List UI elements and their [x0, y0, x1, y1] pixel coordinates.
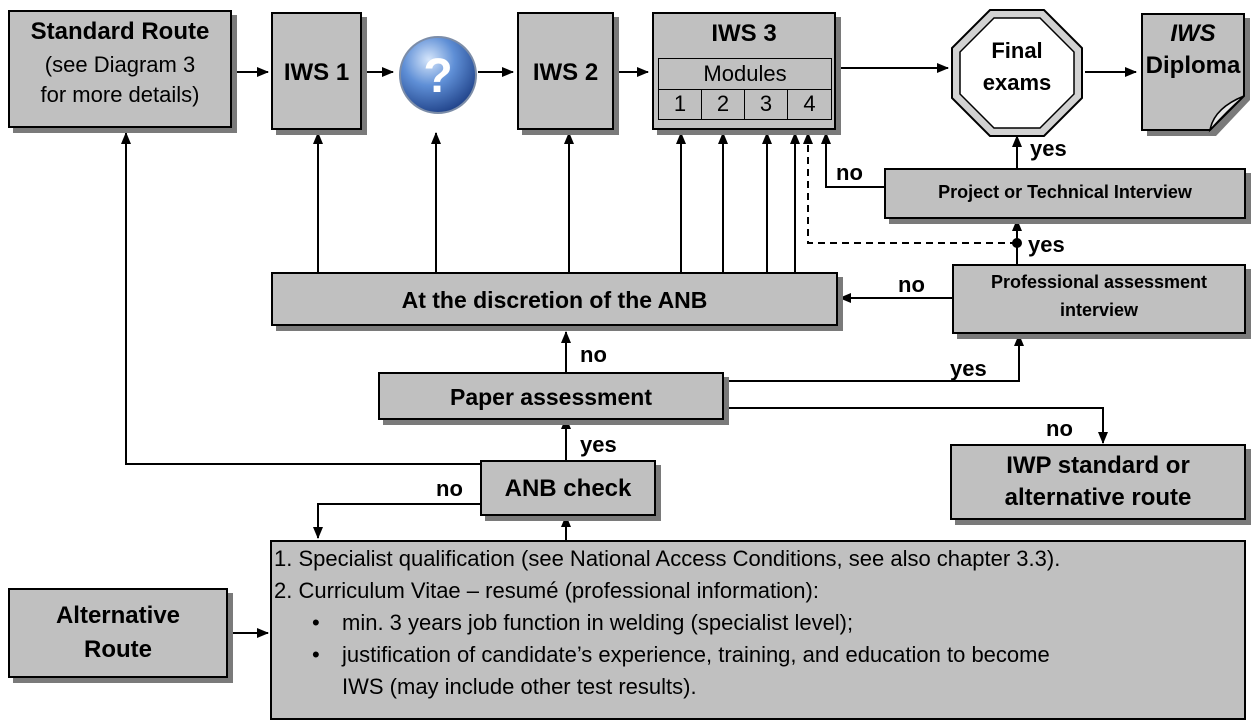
diploma-line1: IWS: [1170, 20, 1216, 47]
module-2: 2: [702, 89, 745, 119]
anb-discretion-box: At the discretion of the ANB: [271, 272, 838, 326]
professional-interview-box: Professional assessment interview: [952, 264, 1246, 334]
iws3-title: IWS 3: [711, 20, 777, 47]
standard-route-title: Standard Route: [30, 18, 210, 45]
standard-route-note-line2: for more details): [40, 82, 200, 107]
project-interview-box: Project or Technical Interview: [884, 168, 1246, 219]
module-4: 4: [803, 91, 816, 116]
label-no-project: no: [836, 160, 863, 185]
bullet-1-dot: •: [312, 610, 320, 635]
requirement-bullet-1: min. 3 years job function in welding (sp…: [342, 610, 854, 635]
project-interview-label: Project or Technical Interview: [938, 182, 1192, 202]
requirement-item-2: 2. Curriculum Vitae – resumé (profession…: [274, 578, 819, 603]
svg-text:?: ?: [423, 50, 452, 103]
iws3-box: IWS 3 Modules 1 2 3 4: [652, 12, 836, 130]
label-no-iwp: no: [1046, 416, 1073, 441]
label-no-professional: no: [898, 272, 925, 297]
standard-route-box: Standard Route (see Diagram 3 for more d…: [8, 10, 232, 128]
bullet-2-dot: •: [312, 642, 320, 667]
standard-route-note-line1: (see Diagram 3: [44, 52, 196, 77]
module-1: 1: [659, 89, 702, 119]
label-yes-final: yes: [1030, 136, 1067, 161]
anb-discretion-label: At the discretion of the ANB: [401, 287, 708, 313]
professional-interview-line2: interview: [1059, 300, 1139, 320]
iws1-box: IWS 1: [271, 12, 362, 130]
iws1-label: IWS 1: [283, 59, 350, 86]
alternative-route-box: Alternative Route: [8, 588, 228, 678]
iwp-route-line1: IWP standard or: [1006, 452, 1190, 479]
requirement-bullet-2-line1: justification of candidate’s experience,…: [342, 642, 1050, 667]
alternative-route-line1: Alternative: [55, 602, 181, 629]
alternative-route-line2: Route: [84, 636, 152, 663]
label-no-paper: no: [580, 342, 607, 367]
anb-check-label: ANB check: [504, 475, 632, 502]
iwp-route-box: IWP standard or alternative route: [950, 444, 1246, 520]
paper-assessment-box: Paper assessment: [378, 372, 724, 420]
final-exams-line1: Final: [991, 38, 1043, 63]
iwp-route-line2: alternative route: [1004, 484, 1192, 511]
diploma-document: IWS Diploma: [1140, 12, 1252, 138]
requirements-box: 1. Specialist qualification (see Nationa…: [270, 540, 1246, 720]
requirement-bullet-2-line2: IWS (may include other test results).: [342, 674, 697, 699]
final-exams-octagon: Final exams: [948, 8, 1088, 138]
paper-assessment-label: Paper assessment: [449, 384, 652, 410]
iws2-label: IWS 2: [532, 59, 599, 86]
modules-table: Modules 1 2 3 4: [658, 58, 832, 120]
label-no-anb: no: [436, 476, 463, 501]
anb-check-box: ANB check: [480, 460, 656, 516]
modules-label: Modules: [659, 59, 831, 90]
requirement-item-1: 1. Specialist qualification (see Nationa…: [274, 546, 1061, 571]
iws2-box: IWS 2: [517, 12, 614, 130]
module-3: 3: [745, 89, 788, 119]
professional-interview-line1: Professional assessment: [990, 272, 1208, 292]
label-yes-anb: yes: [580, 432, 617, 457]
label-yes-professional: yes: [1028, 232, 1065, 257]
modules-row: 1 2 3 4: [659, 89, 831, 119]
question-mark-icon: ?: [397, 34, 479, 116]
final-exams-line2: exams: [982, 70, 1052, 95]
label-yes-paper: yes: [950, 356, 987, 381]
diploma-line2: Diploma: [1145, 52, 1241, 79]
